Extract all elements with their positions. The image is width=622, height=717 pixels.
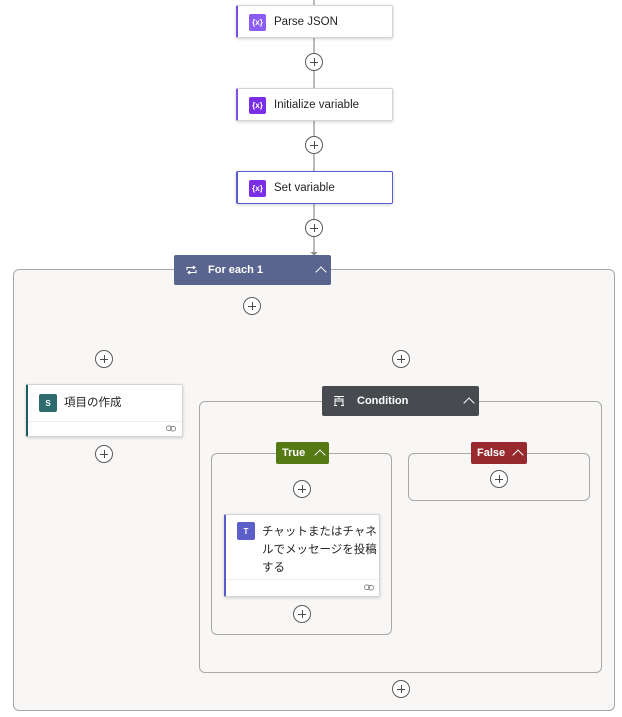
chevron-up-icon[interactable] (512, 449, 524, 461)
true-branch-header[interactable]: True (276, 442, 329, 464)
action-card-parse-json[interactable]: {x} Parse JSON (236, 5, 393, 38)
action-label-line3: する (262, 562, 285, 574)
chevron-up-icon[interactable] (315, 266, 327, 278)
add-action-button[interactable] (490, 470, 508, 488)
add-action-button[interactable] (392, 350, 410, 368)
false-branch-title: False (477, 447, 506, 459)
condition-title: Condition (357, 395, 409, 407)
action-label: Initialize variable (274, 99, 360, 111)
add-action-button[interactable] (293, 480, 311, 498)
sharepoint-icon: S (39, 394, 57, 412)
false-branch-header[interactable]: False (471, 442, 527, 464)
add-action-button[interactable] (95, 350, 113, 368)
variable-icon: {x} (249, 14, 266, 31)
add-action-button[interactable] (305, 219, 323, 237)
add-action-button[interactable] (305, 53, 323, 71)
action-label: 項目の作成 (64, 397, 122, 409)
action-label: Set variable (274, 182, 335, 194)
foreach-title: For each 1 (208, 264, 264, 276)
true-branch-title: True (282, 447, 306, 459)
variable-icon: {x} (249, 180, 266, 197)
add-action-button[interactable] (95, 445, 113, 463)
action-label: Parse JSON (274, 16, 338, 28)
foreach-header[interactable]: For each 1 (174, 255, 331, 285)
action-card-create-item[interactable]: S 項目の作成 (26, 384, 183, 437)
loop-icon (186, 265, 197, 275)
chevron-up-icon[interactable] (314, 449, 326, 461)
add-action-button[interactable] (392, 680, 410, 698)
add-action-button[interactable] (293, 605, 311, 623)
condition-header[interactable]: Condition (322, 386, 479, 416)
chevron-up-icon[interactable] (463, 397, 475, 409)
condition-icon (334, 396, 344, 406)
action-card-post-message[interactable]: T チャットまたはチャネ ルでメッセージを投稿 する (224, 514, 380, 597)
action-label-line1: チャットまたはチャネ (262, 526, 377, 538)
action-card-set-variable[interactable]: {x} Set variable (236, 171, 393, 204)
action-card-initialize-variable[interactable]: {x} Initialize variable (236, 88, 393, 121)
add-action-button[interactable] (305, 136, 323, 154)
link-icon (364, 584, 374, 591)
link-icon (166, 425, 176, 432)
action-label-line2: ルでメッセージを投稿 (262, 544, 377, 556)
teams-icon: T (237, 522, 255, 540)
variable-icon: {x} (249, 97, 266, 114)
add-action-button[interactable] (243, 297, 261, 315)
